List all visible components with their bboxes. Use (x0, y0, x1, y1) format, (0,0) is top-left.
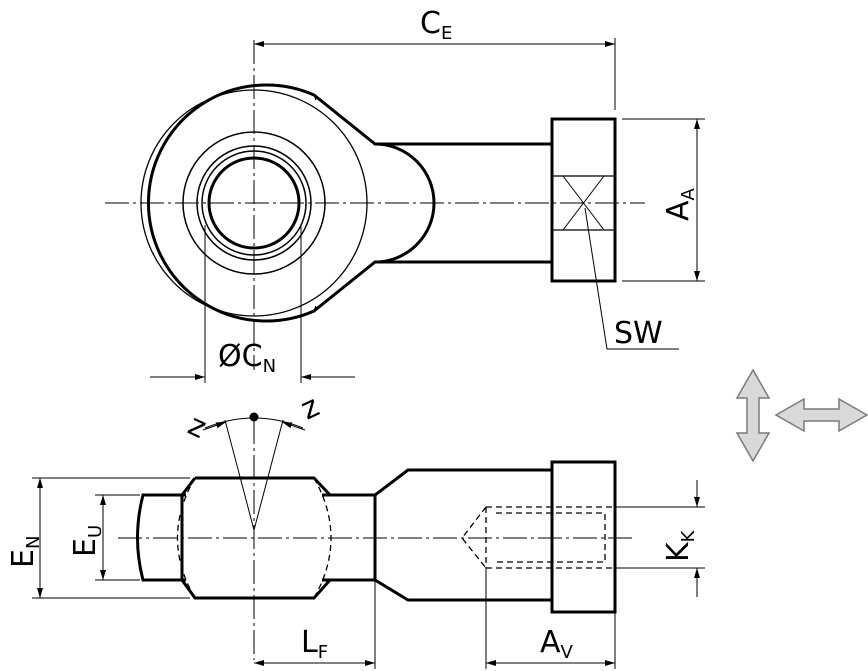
ce-label: CE (420, 6, 452, 44)
aa-label: AA (661, 187, 699, 221)
z-arrow-right (281, 421, 306, 431)
top-view (105, 38, 705, 383)
av-label: AV (540, 625, 574, 663)
eu-label: EU (68, 525, 106, 557)
kk-label: KK (661, 529, 699, 562)
housing-contour (180, 476, 332, 600)
eye-neck-inner-edge (313, 94, 317, 312)
dimension-labels: CE AA SW ØCN EN EU LF AV KK z z (6, 6, 699, 663)
ball-hidden-left (176, 477, 196, 599)
sw-label: SW (614, 316, 663, 351)
thread-drill-point-hidden (461, 506, 487, 569)
side-view (32, 412, 705, 669)
tilt-line-left (224, 419, 255, 531)
sw-leader (584, 207, 679, 350)
z-arrow-left (202, 421, 227, 431)
thread-inner-hidden (496, 512, 606, 563)
wrench-flat-diagonal-2 (562, 175, 605, 231)
eye-inner-ring (140, 89, 368, 317)
ball-hidden-right (313, 477, 332, 599)
direction-arrows (735, 368, 868, 463)
bearing-outer-ring (182, 131, 326, 275)
en-label: EN (6, 536, 44, 568)
bearing-middle-ring (196, 145, 312, 261)
horizontal-double-arrow-icon (774, 397, 868, 433)
tilt-line-right (253, 419, 284, 531)
inner-race-left (136, 493, 186, 582)
vertical-double-arrow-icon (735, 368, 771, 463)
bore (207, 156, 301, 250)
neck-contour (374, 468, 552, 602)
eye-outer-contour (146, 83, 436, 323)
lf-label: LF (301, 625, 328, 663)
bearing-inner-ring (201, 150, 307, 256)
tilt-pivot-dot (249, 412, 259, 422)
side-hex-collar (550, 460, 617, 614)
thread-outer-hidden (485, 506, 613, 569)
z-label-right: z (296, 389, 325, 427)
hex-section (550, 117, 617, 283)
inner-race-right (322, 493, 377, 582)
cn-label: ØCN (218, 339, 276, 377)
